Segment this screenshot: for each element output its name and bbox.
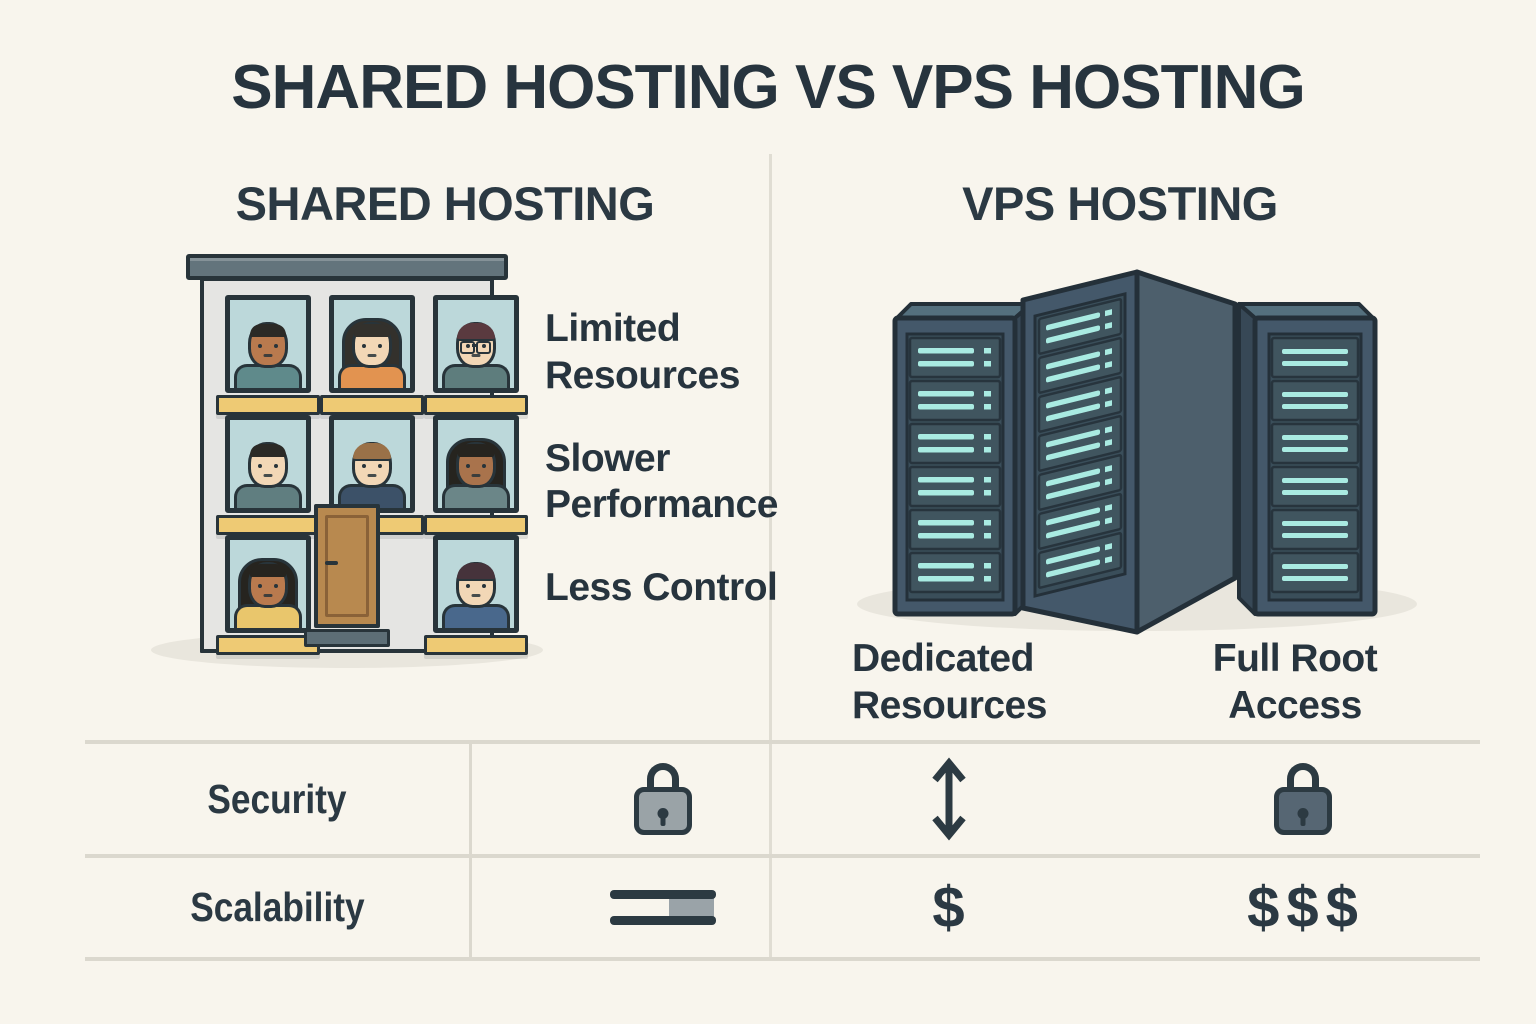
table-divider bbox=[469, 742, 472, 959]
apartment-window bbox=[320, 295, 424, 415]
resident-avatar bbox=[334, 300, 410, 388]
feature-slower-performance: Slower Performance bbox=[545, 436, 778, 527]
scalability-root-price: $$$ bbox=[1247, 875, 1365, 940]
table-line-bottom bbox=[85, 957, 1480, 961]
resident-avatar bbox=[438, 300, 514, 388]
apartment-window bbox=[424, 415, 528, 535]
server-tower-middle bbox=[1020, 269, 1238, 635]
row-label-security: Security bbox=[207, 775, 347, 822]
table-line-middle bbox=[85, 854, 1480, 858]
page-title: SHARED HOSTING VS VPS HOSTING bbox=[231, 53, 1305, 122]
table-line-top bbox=[85, 740, 1480, 744]
resident-avatar bbox=[334, 420, 410, 508]
security-dedicated-updown-arrow-icon bbox=[931, 757, 966, 841]
resident-avatar bbox=[230, 300, 306, 388]
comparison-table: Security Scalability $ $$$ bbox=[85, 740, 1480, 961]
server-tower-left bbox=[892, 302, 1033, 617]
resident-avatar bbox=[230, 420, 306, 508]
apartment-window bbox=[216, 535, 320, 655]
door-handle bbox=[325, 561, 338, 565]
resident-avatar bbox=[438, 420, 514, 508]
scalability-shared-meter-bars-icon bbox=[610, 890, 716, 925]
building-wall bbox=[200, 277, 528, 655]
scalability-dedicated-price: $ bbox=[932, 875, 965, 940]
building-window-grid bbox=[216, 295, 528, 655]
vps-hosting-heading: VPS HOSTING bbox=[962, 177, 1278, 230]
door-step bbox=[304, 629, 390, 647]
apartment-window bbox=[216, 415, 320, 535]
feature-limited-resources: Limited Resources bbox=[545, 307, 740, 397]
security-root-lock-icon bbox=[1273, 763, 1332, 835]
shared-features-list: Limited Resources Slower Performance Les… bbox=[545, 306, 800, 612]
server-tower-right bbox=[1237, 302, 1378, 617]
resident-avatar bbox=[438, 540, 514, 628]
feature-less-control: Less Control bbox=[545, 566, 778, 610]
shared-hosting-heading: SHARED HOSTING bbox=[235, 177, 655, 230]
door bbox=[314, 504, 380, 628]
center-divider bbox=[769, 154, 772, 959]
vps-label-dedicated-resources: Dedicated Resources bbox=[852, 637, 1047, 727]
apartment-window bbox=[424, 295, 528, 415]
apartment-building-illustration bbox=[151, 254, 543, 668]
apartment-window bbox=[216, 295, 320, 415]
apartment-window bbox=[424, 535, 528, 655]
door-panel bbox=[325, 515, 369, 617]
row-label-scalability: Scalability bbox=[189, 884, 365, 930]
door-icon bbox=[304, 504, 390, 647]
resident-avatar bbox=[230, 540, 306, 628]
vps-label-full-root-access: Full Root Access bbox=[1212, 637, 1378, 727]
building-roof bbox=[186, 254, 508, 280]
security-shared-lock-icon bbox=[634, 763, 692, 835]
server-racks-illustration bbox=[845, 260, 1425, 638]
